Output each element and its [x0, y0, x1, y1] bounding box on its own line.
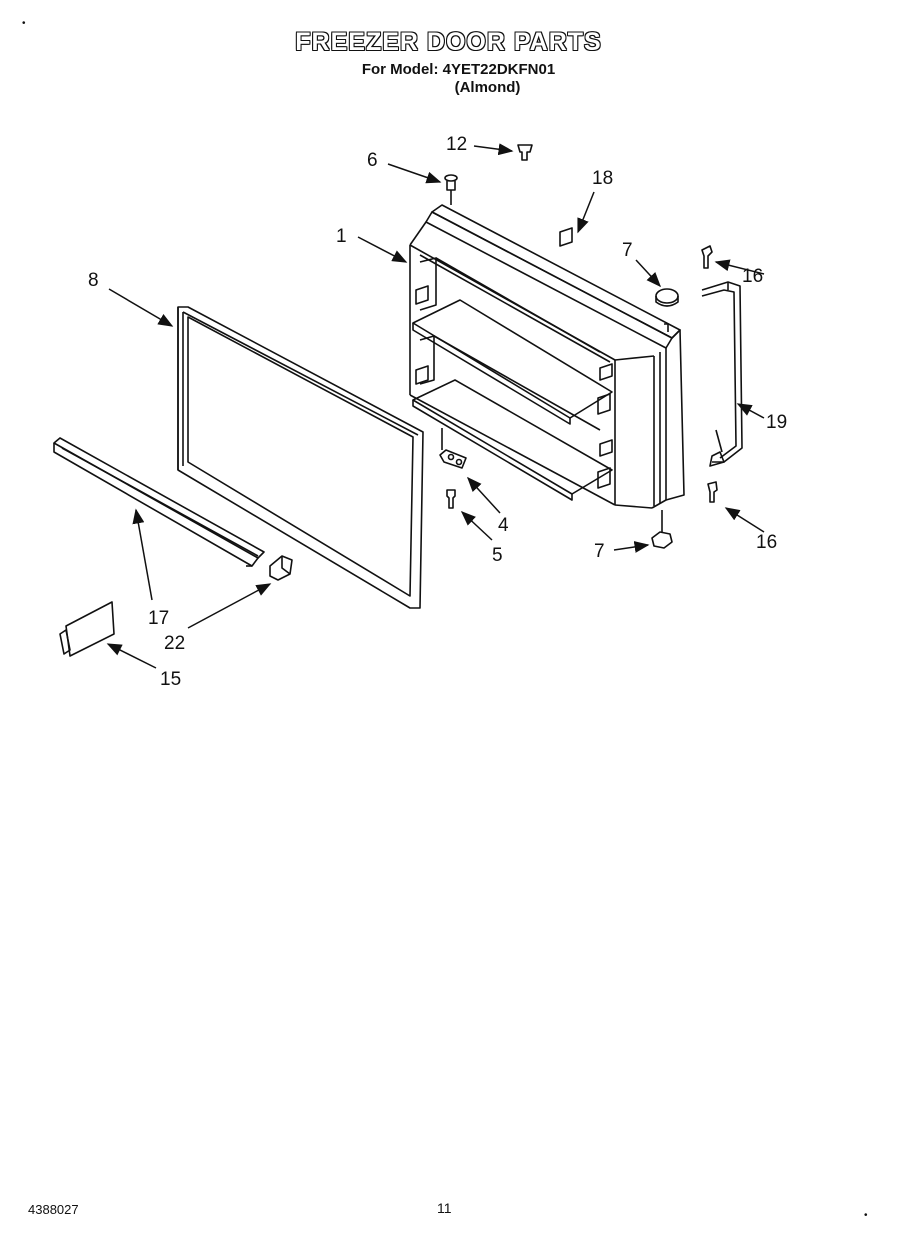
leader-7-bottom: [613, 541, 650, 553]
callout-15: 15: [160, 669, 181, 690]
leader-16-top: [714, 259, 765, 275]
leader-7-top: [635, 259, 662, 288]
callout-22: 22: [164, 633, 185, 654]
callout-7-top: 7: [622, 240, 633, 261]
leader-19: [736, 403, 765, 419]
leader-18: [577, 191, 595, 234]
door-liner-part: [409, 204, 685, 509]
leader-6: [387, 163, 442, 184]
leader-15: [106, 643, 157, 669]
bracket-plate-part: [59, 601, 115, 657]
leader-4: [466, 476, 501, 514]
cap-bottom-part: [651, 510, 673, 549]
color-line: (Almond): [454, 79, 521, 96]
callout-4: 4: [498, 515, 509, 536]
leader-12: [473, 143, 514, 156]
callout-8: 8: [88, 270, 99, 291]
cap-top-part: [655, 288, 679, 332]
leader-1: [357, 236, 408, 263]
door-handle-part: [701, 281, 743, 467]
page-title: FREEZER DOOR PARTS: [295, 28, 602, 56]
callout-6: 6: [367, 150, 378, 171]
handle-screw-bottom-part: [707, 481, 718, 503]
callout-17: 17: [148, 608, 169, 629]
end-cap-part: [269, 555, 293, 581]
tag-part: [559, 227, 573, 247]
model-line: For Model: 4YET22DKFN01: [361, 61, 556, 78]
callout-5: 5: [492, 545, 503, 566]
leader-8: [108, 288, 174, 327]
callout-16-bottom: 16: [756, 532, 777, 553]
callout-19: 19: [766, 412, 787, 433]
leader-22: [187, 583, 272, 629]
leader-16-bottom: [724, 507, 765, 533]
corner-mark-top-left: •: [22, 18, 26, 29]
door-gasket-part: [177, 306, 424, 609]
screw-top-part: [444, 174, 458, 205]
corner-mark-bottom-right: •: [864, 1210, 868, 1221]
screw-bottom-part: [446, 489, 456, 509]
handle-trim-part: [53, 437, 265, 567]
callout-1: 1: [336, 226, 347, 247]
callout-7-bottom: 7: [594, 541, 605, 562]
page-number: 11: [437, 1200, 452, 1216]
plug-part: [517, 144, 533, 161]
leader-5: [460, 510, 493, 541]
hinge-plate-part: [439, 428, 467, 469]
document-number: 4388027: [28, 1202, 79, 1217]
callout-16-top: 16: [742, 266, 763, 287]
callout-12: 12: [446, 134, 467, 155]
callout-18: 18: [592, 168, 613, 189]
handle-screw-top-part: [701, 245, 713, 269]
leader-17: [132, 508, 153, 601]
